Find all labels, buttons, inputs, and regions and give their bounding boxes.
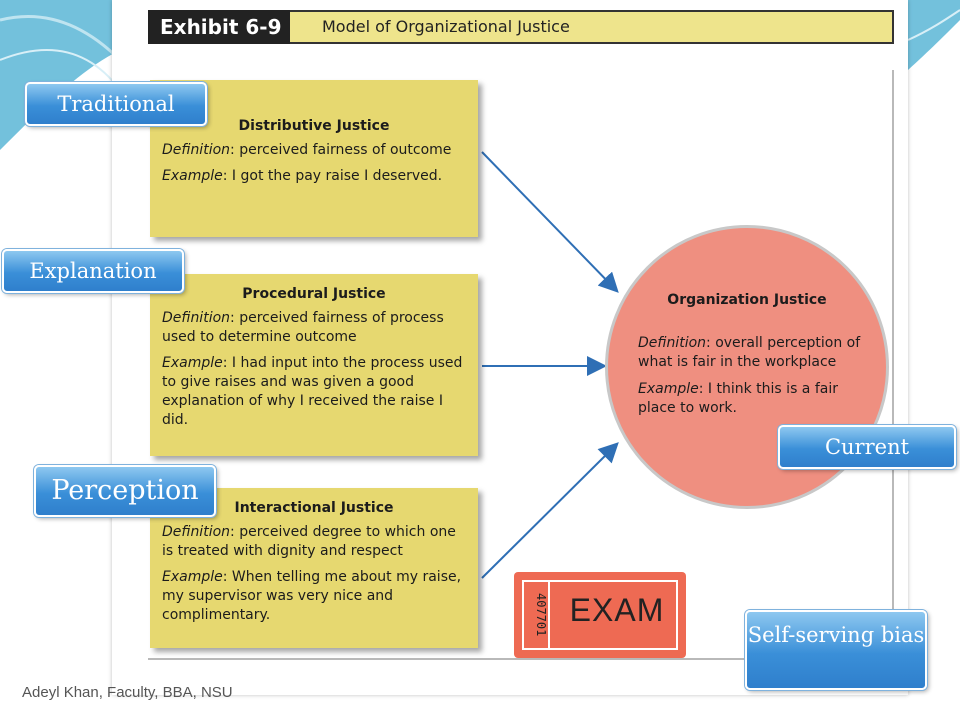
traditional-tag[interactable]: Traditional (25, 82, 207, 126)
example-term: Example (162, 355, 223, 371)
current-tag[interactable]: Current (778, 425, 956, 469)
circle-title: Organization Justice (667, 292, 827, 308)
example-term: Example (162, 168, 223, 184)
example-text: : I got the pay raise I deserved. (222, 168, 443, 184)
example-term: Example (638, 381, 699, 397)
definition-term: Definition (638, 335, 707, 351)
circle-example: Example: I think this is a fair place to… (638, 380, 858, 418)
definition-text: : perceived degree to which one is treat… (162, 524, 456, 559)
definition-term: Definition (162, 142, 231, 158)
box-title: Procedural Justice (242, 286, 386, 302)
definition-term: Definition (162, 310, 231, 326)
box-title: Distributive Justice (238, 118, 390, 134)
box-example: Example: When telling me about my raise,… (162, 568, 466, 625)
definition-text: : overall perception of what is fair in … (638, 335, 861, 370)
footer-credit: Adeyl Khan, Faculty, BBA, NSU (22, 684, 233, 701)
box-example: Example: I got the pay raise I deserved. (162, 167, 466, 186)
definition-term: Definition (162, 524, 231, 540)
example-text: : I had input into the process used to g… (162, 355, 463, 428)
box-definition: Definition: perceived fairness of proces… (162, 309, 466, 347)
perception-tag[interactable]: Perception (34, 465, 216, 517)
box-title: Interactional Justice (234, 500, 394, 516)
box-definition: Definition: perceived fairness of outcom… (162, 141, 466, 160)
example-text: : I think this is a fair place to work. (638, 381, 838, 416)
ticket-divider (548, 580, 550, 650)
ticket-border (522, 580, 678, 650)
box-example: Example: I had input into the process us… (162, 354, 466, 430)
box-definition: Definition: perceived degree to which on… (162, 523, 466, 561)
self-serving-bias-tag[interactable]: Self-serving bias (745, 610, 927, 690)
procedural-justice-box: Procedural Justice Definition: perceived… (150, 274, 478, 456)
exhibit-label: Exhibit 6-9 (148, 10, 290, 44)
example-text: : When telling me about my raise, my sup… (162, 569, 462, 623)
ticket-word: EXAM (569, 592, 665, 628)
circle-definition: Definition: overall perception of what i… (638, 334, 868, 372)
definition-text: : perceived fairness of outcome (230, 142, 452, 158)
ticket-number: 407701 (534, 593, 548, 637)
diagram-frame (148, 70, 894, 660)
exam-ticket: 407701 EXAM (514, 572, 686, 658)
exhibit-title: Model of Organizational Justice (322, 17, 570, 36)
explanation-tag[interactable]: Explanation (2, 249, 184, 293)
example-term: Example (162, 569, 223, 585)
definition-text: : perceived fairness of process used to … (162, 310, 444, 345)
